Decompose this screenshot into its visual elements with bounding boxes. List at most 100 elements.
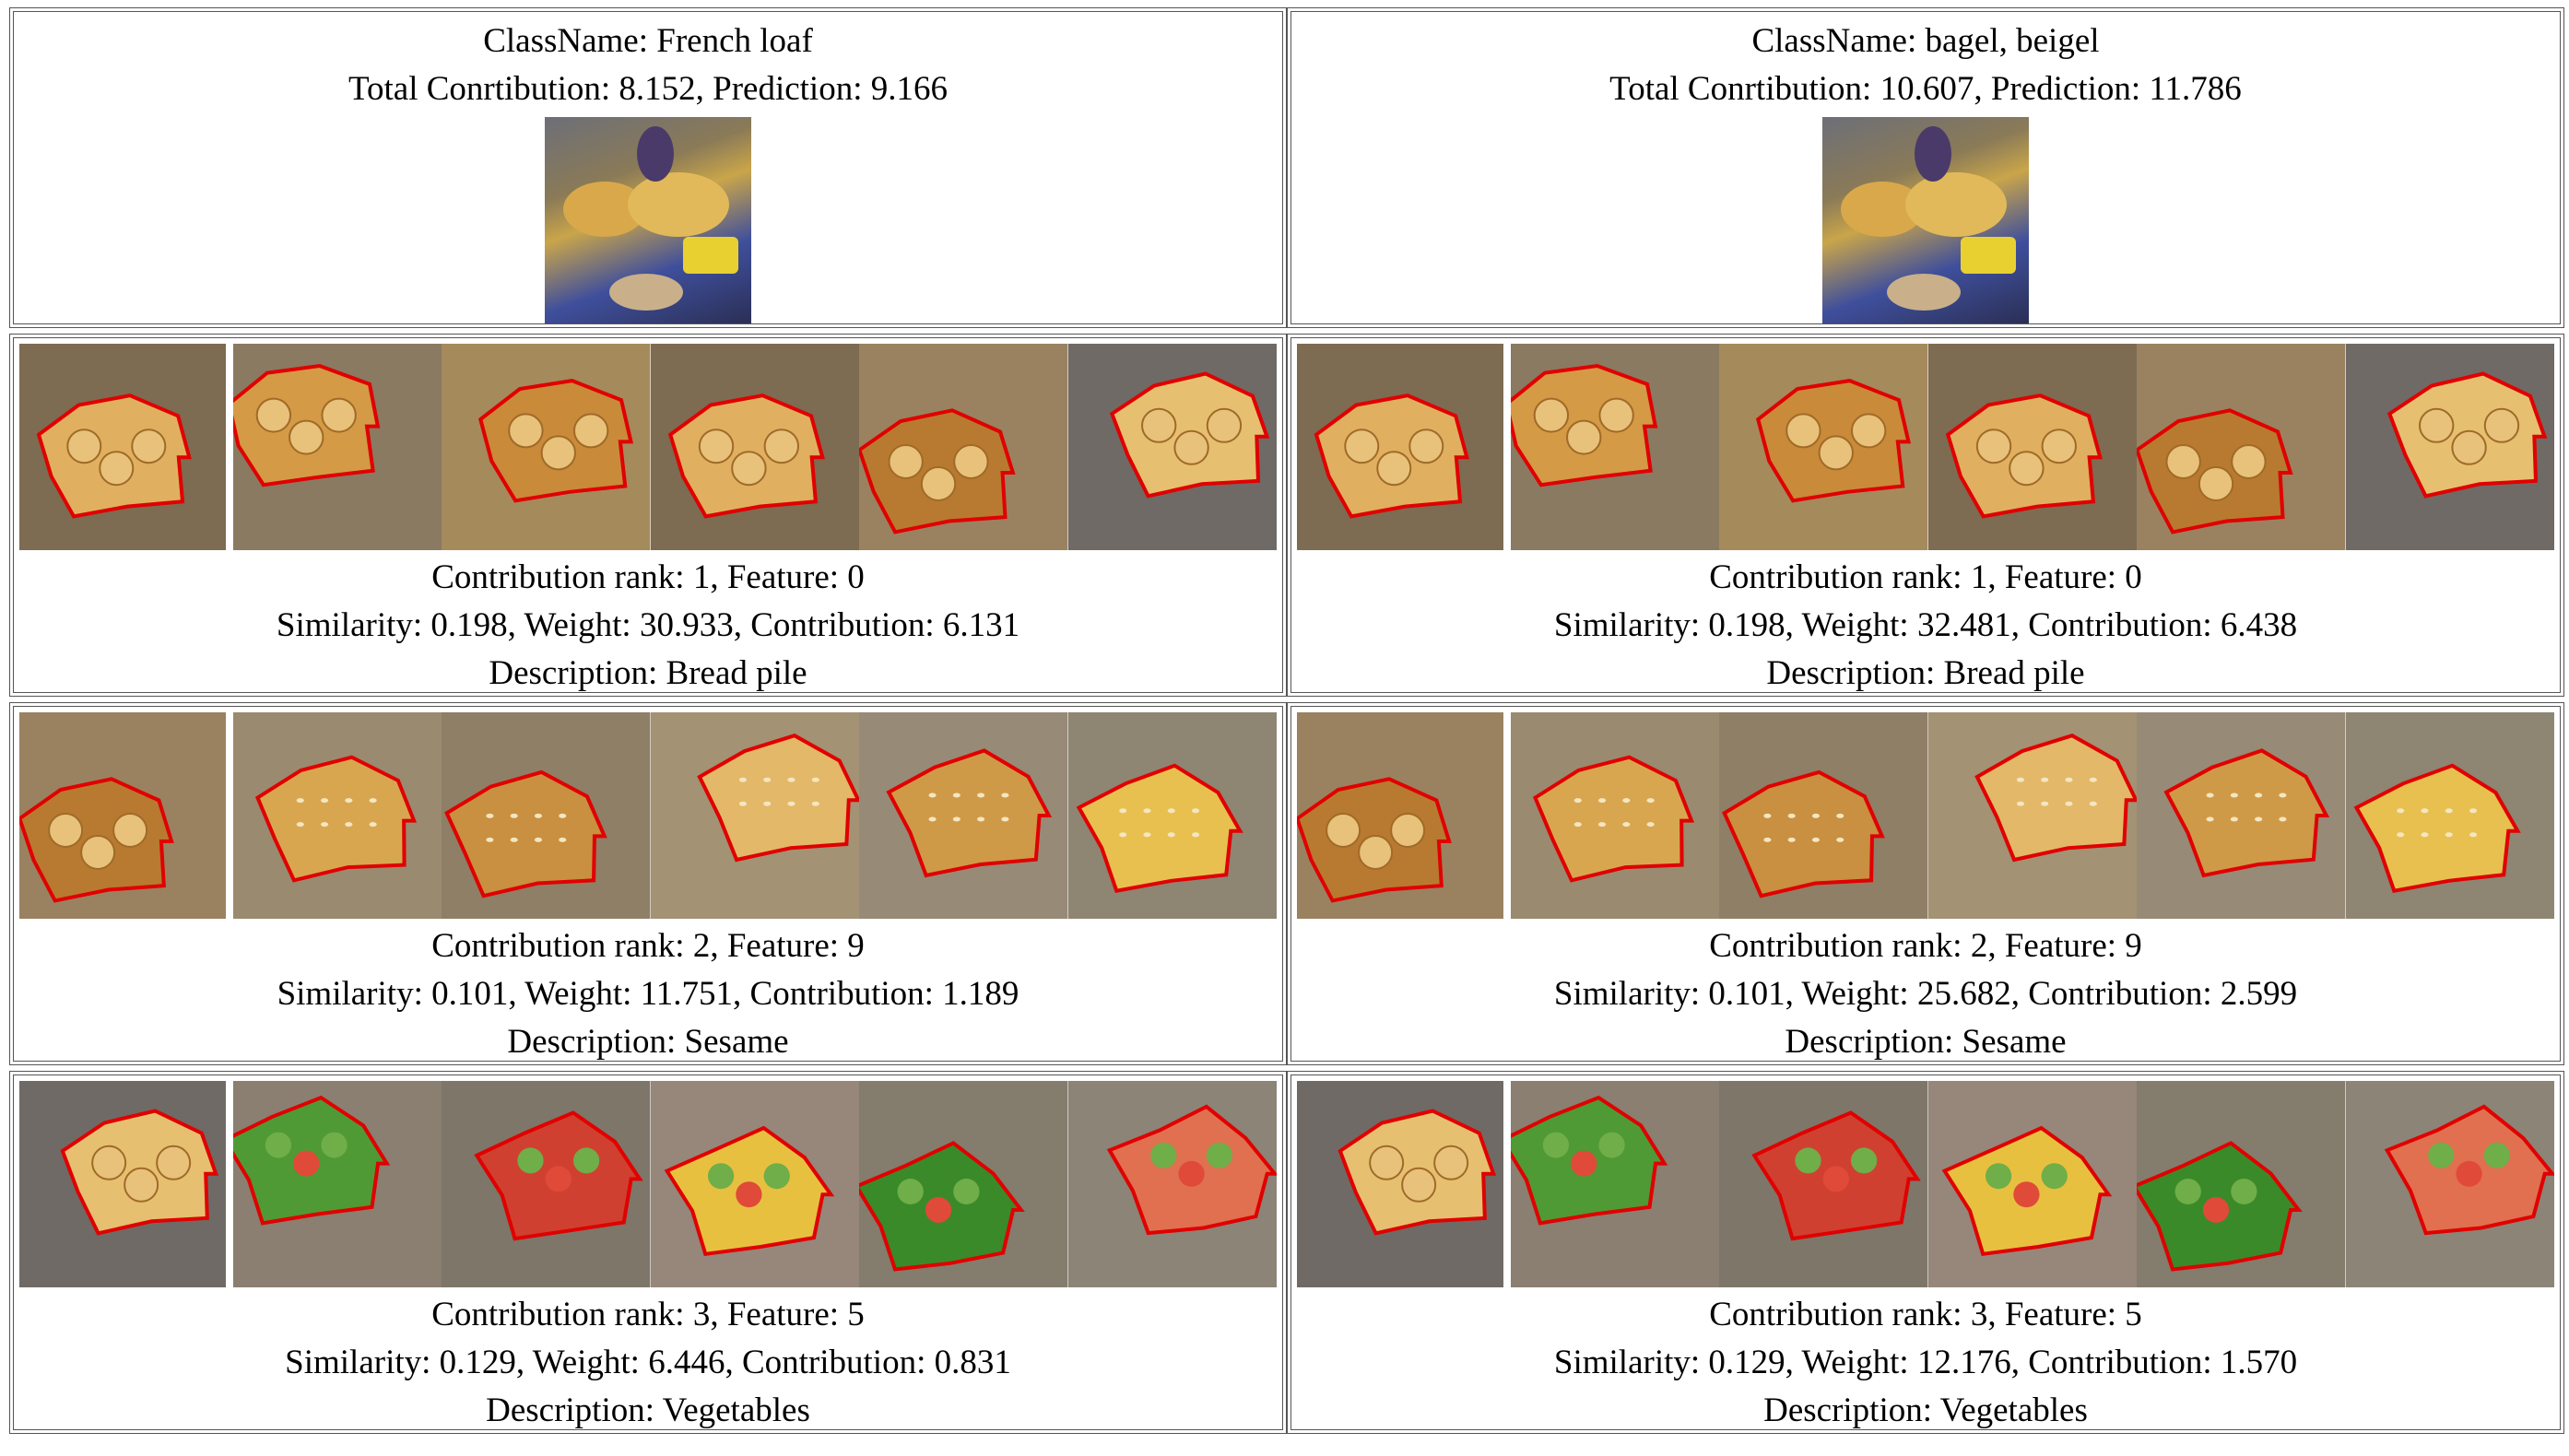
sesame-seed	[2445, 808, 2453, 814]
feature-cell-rank-3: Contribution rank: 3, Feature: 5 Similar…	[1287, 1071, 2564, 1434]
highlighted-region	[1535, 757, 1692, 881]
concept-contour	[1511, 1095, 1668, 1226]
vegetable-slice	[1598, 1132, 1625, 1158]
sesame-seed	[2255, 816, 2263, 822]
bread-roll	[2451, 429, 2487, 465]
strip-image-illustration	[442, 712, 651, 919]
concept-contour	[1945, 393, 2103, 519]
concept-contour	[859, 1141, 1026, 1272]
concept-contour	[886, 748, 1053, 878]
sesame-seed	[2040, 801, 2049, 806]
vegetable-slice	[1985, 1163, 2012, 1190]
sesame-seed	[2421, 808, 2429, 814]
vegetable-slice	[1823, 1166, 1850, 1192]
vegetable-slice	[2231, 1179, 2257, 1204]
sesame-seed	[1812, 813, 1821, 818]
bread-roll	[2009, 451, 2045, 487]
top-activating-images	[233, 712, 1278, 919]
activating-image-tile	[1067, 344, 1278, 550]
class-header-cell: ClassName: bagel, beigel Total Conrtibut…	[1287, 7, 2564, 328]
description-text: Description: Bread pile	[1766, 654, 2085, 692]
sesame-seed	[977, 816, 985, 822]
vegetable-slice	[573, 1147, 600, 1174]
concept-contour	[36, 393, 192, 519]
description-text: Description: Bread pile	[489, 654, 807, 692]
sesame-seed	[2065, 801, 2073, 806]
sesame-seed	[1646, 798, 1655, 804]
rank-text: Contribution rank: 2, Feature: 9	[431, 927, 865, 965]
description-text: Description: Sesame	[507, 1023, 789, 1061]
query-image-region	[1297, 1081, 1503, 1287]
sesame-seed	[2231, 816, 2239, 822]
vegetable-slice	[707, 1163, 735, 1190]
vegetable-slice	[2427, 1142, 2455, 1168]
concept-contour	[1109, 371, 1269, 499]
bread-roll	[1369, 1145, 1405, 1180]
bread-roll	[99, 451, 135, 487]
sesame-seed	[2279, 816, 2287, 822]
sesame-seed	[1118, 808, 1126, 814]
bread-roll	[289, 419, 324, 455]
bread-roll	[1173, 429, 1209, 465]
bread-roll	[1433, 1145, 1469, 1180]
highlighted-region	[1976, 735, 2137, 860]
strip-image-illustration	[1297, 712, 1503, 919]
strip-image-illustration	[650, 344, 860, 550]
sesame-seed	[928, 816, 937, 822]
sesame-seed	[2421, 832, 2429, 838]
strip-image-illustration	[2345, 1081, 2555, 1287]
activating-image-tile	[859, 712, 1068, 919]
strip-image-illustration	[1719, 1081, 1928, 1287]
concept-contour	[1941, 1125, 2113, 1257]
bread-roll	[698, 429, 735, 464]
bread-roll	[80, 835, 116, 870]
strip-image-illustration	[2345, 712, 2555, 919]
concept-contour	[1338, 1109, 1497, 1236]
sesame-seed	[1167, 832, 1175, 838]
concept-contour	[2163, 748, 2330, 878]
sesame-seed	[2206, 816, 2214, 822]
sesame-seed	[953, 816, 961, 822]
activating-image-tile	[1067, 1081, 1278, 1287]
highlighted-region	[2166, 750, 2327, 875]
bread-roll	[1818, 435, 1855, 471]
sesame-seed	[2396, 832, 2404, 838]
description-text: Description: Vegetables	[486, 1391, 810, 1429]
sesame-seed	[321, 798, 329, 804]
sesame-seed	[511, 837, 519, 842]
vegetable-slice	[1542, 1132, 1570, 1158]
sesame-seed	[369, 798, 377, 804]
strip-image-illustration	[1927, 712, 2138, 919]
panel-right: ClassName: bagel, beigel Total Conrtibut…	[1287, 7, 2564, 1443]
sesame-seed	[762, 777, 772, 782]
stats-text: Similarity: 0.198, Weight: 32.481, Contr…	[1553, 606, 2298, 644]
query-image	[1822, 117, 2029, 323]
query-image	[545, 117, 751, 323]
bread-roll	[131, 429, 167, 464]
sesame-seed	[511, 813, 519, 818]
feature-strip	[19, 344, 1278, 550]
sesame-seed	[1763, 813, 1772, 818]
sesame-seed	[2396, 808, 2404, 814]
concept-contour	[2353, 763, 2521, 893]
concept-contour	[697, 734, 860, 863]
vegetable-slice	[925, 1197, 952, 1223]
concept-contour	[478, 379, 634, 503]
strip-image-illustration	[650, 712, 860, 919]
concept-contour	[2137, 408, 2293, 534]
top-activating-images	[1511, 712, 2555, 919]
bread-roll	[953, 444, 989, 479]
total-contribution-text: Total Conrtibution: 10.607, Prediction: …	[1609, 70, 2242, 108]
vegetable-slice	[2483, 1142, 2510, 1168]
sesame-seed	[296, 798, 304, 804]
sesame-seed	[369, 822, 377, 828]
vegetable-slice	[1571, 1150, 1597, 1177]
rank-text: Contribution rank: 3, Feature: 5	[431, 1296, 865, 1333]
class-name-text: ClassName: French loaf	[483, 22, 813, 60]
bread-roll	[255, 397, 292, 433]
vegetable-slice	[897, 1179, 925, 1204]
feature-cell-rank-2: Contribution rank: 2, Feature: 9 Similar…	[9, 702, 1287, 1065]
concept-contour	[19, 777, 174, 903]
query-image-region	[19, 1081, 226, 1287]
bread-roll	[2041, 429, 2077, 464]
